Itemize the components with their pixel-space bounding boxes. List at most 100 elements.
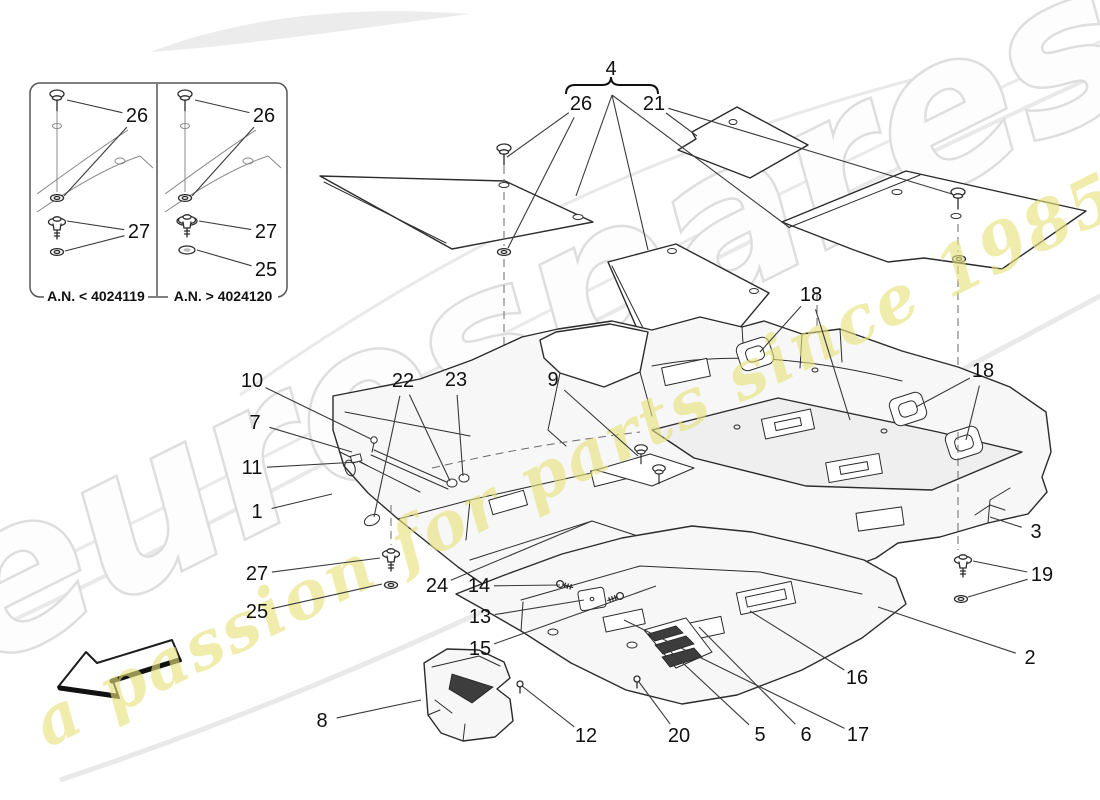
callout-13: 13: [469, 606, 491, 628]
callout-5: 5: [754, 724, 765, 746]
callout-27: 27: [128, 221, 150, 243]
screw-12: [516, 680, 524, 694]
fastener-19: [953, 554, 973, 578]
leader-line: [507, 117, 575, 249]
callout-22: 22: [392, 370, 414, 392]
callout-18: 18: [972, 360, 994, 382]
callout-25: 25: [246, 601, 268, 623]
callout-20: 20: [668, 725, 690, 747]
leader-line: [759, 305, 802, 353]
side-panel-details: [339, 411, 471, 527]
callout-11: 11: [242, 457, 263, 479]
pad-13: [577, 586, 607, 612]
leader-line: [877, 606, 1016, 654]
leader-line: [915, 377, 971, 408]
leader-line: [271, 583, 383, 610]
leader-line: [563, 389, 639, 457]
callout-18: 18: [800, 284, 822, 306]
leader-line: [271, 493, 333, 510]
rivet: [177, 193, 193, 203]
footrest-trim: [423, 648, 514, 742]
leader-line: [668, 107, 953, 195]
callout-4: 4: [605, 58, 616, 80]
leader-line: [196, 249, 252, 267]
inset-caption-left: A.N. < 4024119: [47, 288, 145, 304]
leader-line: [198, 220, 252, 231]
leader-line: [670, 651, 750, 726]
leader-line: [271, 557, 381, 573]
leader-line: [638, 681, 671, 725]
leader-line: [493, 584, 561, 587]
leader-line: [265, 387, 372, 440]
callout-2: 2: [1024, 647, 1035, 669]
callout-25: 25: [255, 259, 277, 281]
leader-line: [373, 395, 401, 518]
callout-3: 3: [1030, 521, 1041, 543]
screw-10: [370, 436, 378, 444]
leader-line: [63, 126, 128, 197]
callout-27: 27: [246, 563, 268, 585]
callout-19: 19: [1031, 564, 1053, 586]
caption-bg: [168, 289, 278, 303]
leader-line: [456, 394, 464, 477]
callout-16: 16: [846, 667, 868, 689]
leader-line: [191, 126, 255, 197]
callout-26: 26: [570, 93, 592, 115]
clip-fastener-26: [496, 143, 512, 166]
callout-21: 21: [643, 93, 665, 115]
footrest-ribs: [448, 673, 494, 704]
rod-eyelet-23: [458, 473, 470, 483]
leader-line: [521, 685, 575, 728]
leader-line: [194, 99, 250, 114]
rib-5: [647, 625, 684, 642]
inset-panel: A.N. < 4024119 A.N. > 4024120 26 27 26 27 25: [29, 82, 288, 304]
callout-24: 24: [426, 575, 448, 597]
inset-caption-right: A.N. > 4024120: [174, 288, 273, 304]
callout-14: 14: [468, 575, 490, 597]
washer-19: [953, 594, 969, 604]
callout-27: 27: [255, 221, 277, 243]
leader-line: [698, 626, 796, 725]
leader-line: [965, 385, 980, 441]
leader-line: [665, 112, 698, 137]
grommet-25-center: [183, 248, 191, 252]
callout-9: 9: [547, 369, 558, 391]
leader-line: [989, 516, 1022, 528]
mat-rear-center: [677, 106, 809, 179]
carpet-handle-18: [944, 425, 984, 461]
callout-26: 26: [126, 105, 148, 127]
callout-26: 26: [253, 105, 275, 127]
leader-line: [450, 520, 593, 581]
mat-rear-left: [607, 243, 770, 343]
callout-1: 1: [251, 501, 262, 523]
callout-8: 8: [316, 710, 327, 732]
rivet: [49, 193, 65, 203]
leader-line: [494, 599, 585, 616]
main-carpet: [332, 316, 1052, 600]
leader-line: [64, 235, 125, 252]
callout-6: 6: [800, 724, 811, 746]
direction-arrow: [57, 639, 182, 699]
leader-line: [814, 309, 851, 421]
group-bracket-4: [565, 76, 791, 251]
leader-line: [269, 426, 353, 453]
callout-15: 15: [469, 638, 491, 660]
leader-line: [623, 619, 845, 729]
leader-line: [266, 461, 359, 468]
caption-bg: [44, 289, 148, 303]
carpet-handle-18: [735, 336, 775, 372]
leader-line: [749, 610, 845, 671]
callout-12: 12: [575, 725, 597, 747]
leader-line: [336, 699, 422, 719]
leader-line: [967, 578, 1028, 598]
underbody-fasteners: [381, 432, 973, 604]
mat-front-right: [781, 170, 1087, 270]
mat-front-left: [319, 175, 594, 250]
rib-5: [661, 647, 703, 668]
washer: [49, 247, 65, 257]
callout-17: 17: [847, 724, 869, 746]
callout-23: 23: [445, 369, 467, 391]
